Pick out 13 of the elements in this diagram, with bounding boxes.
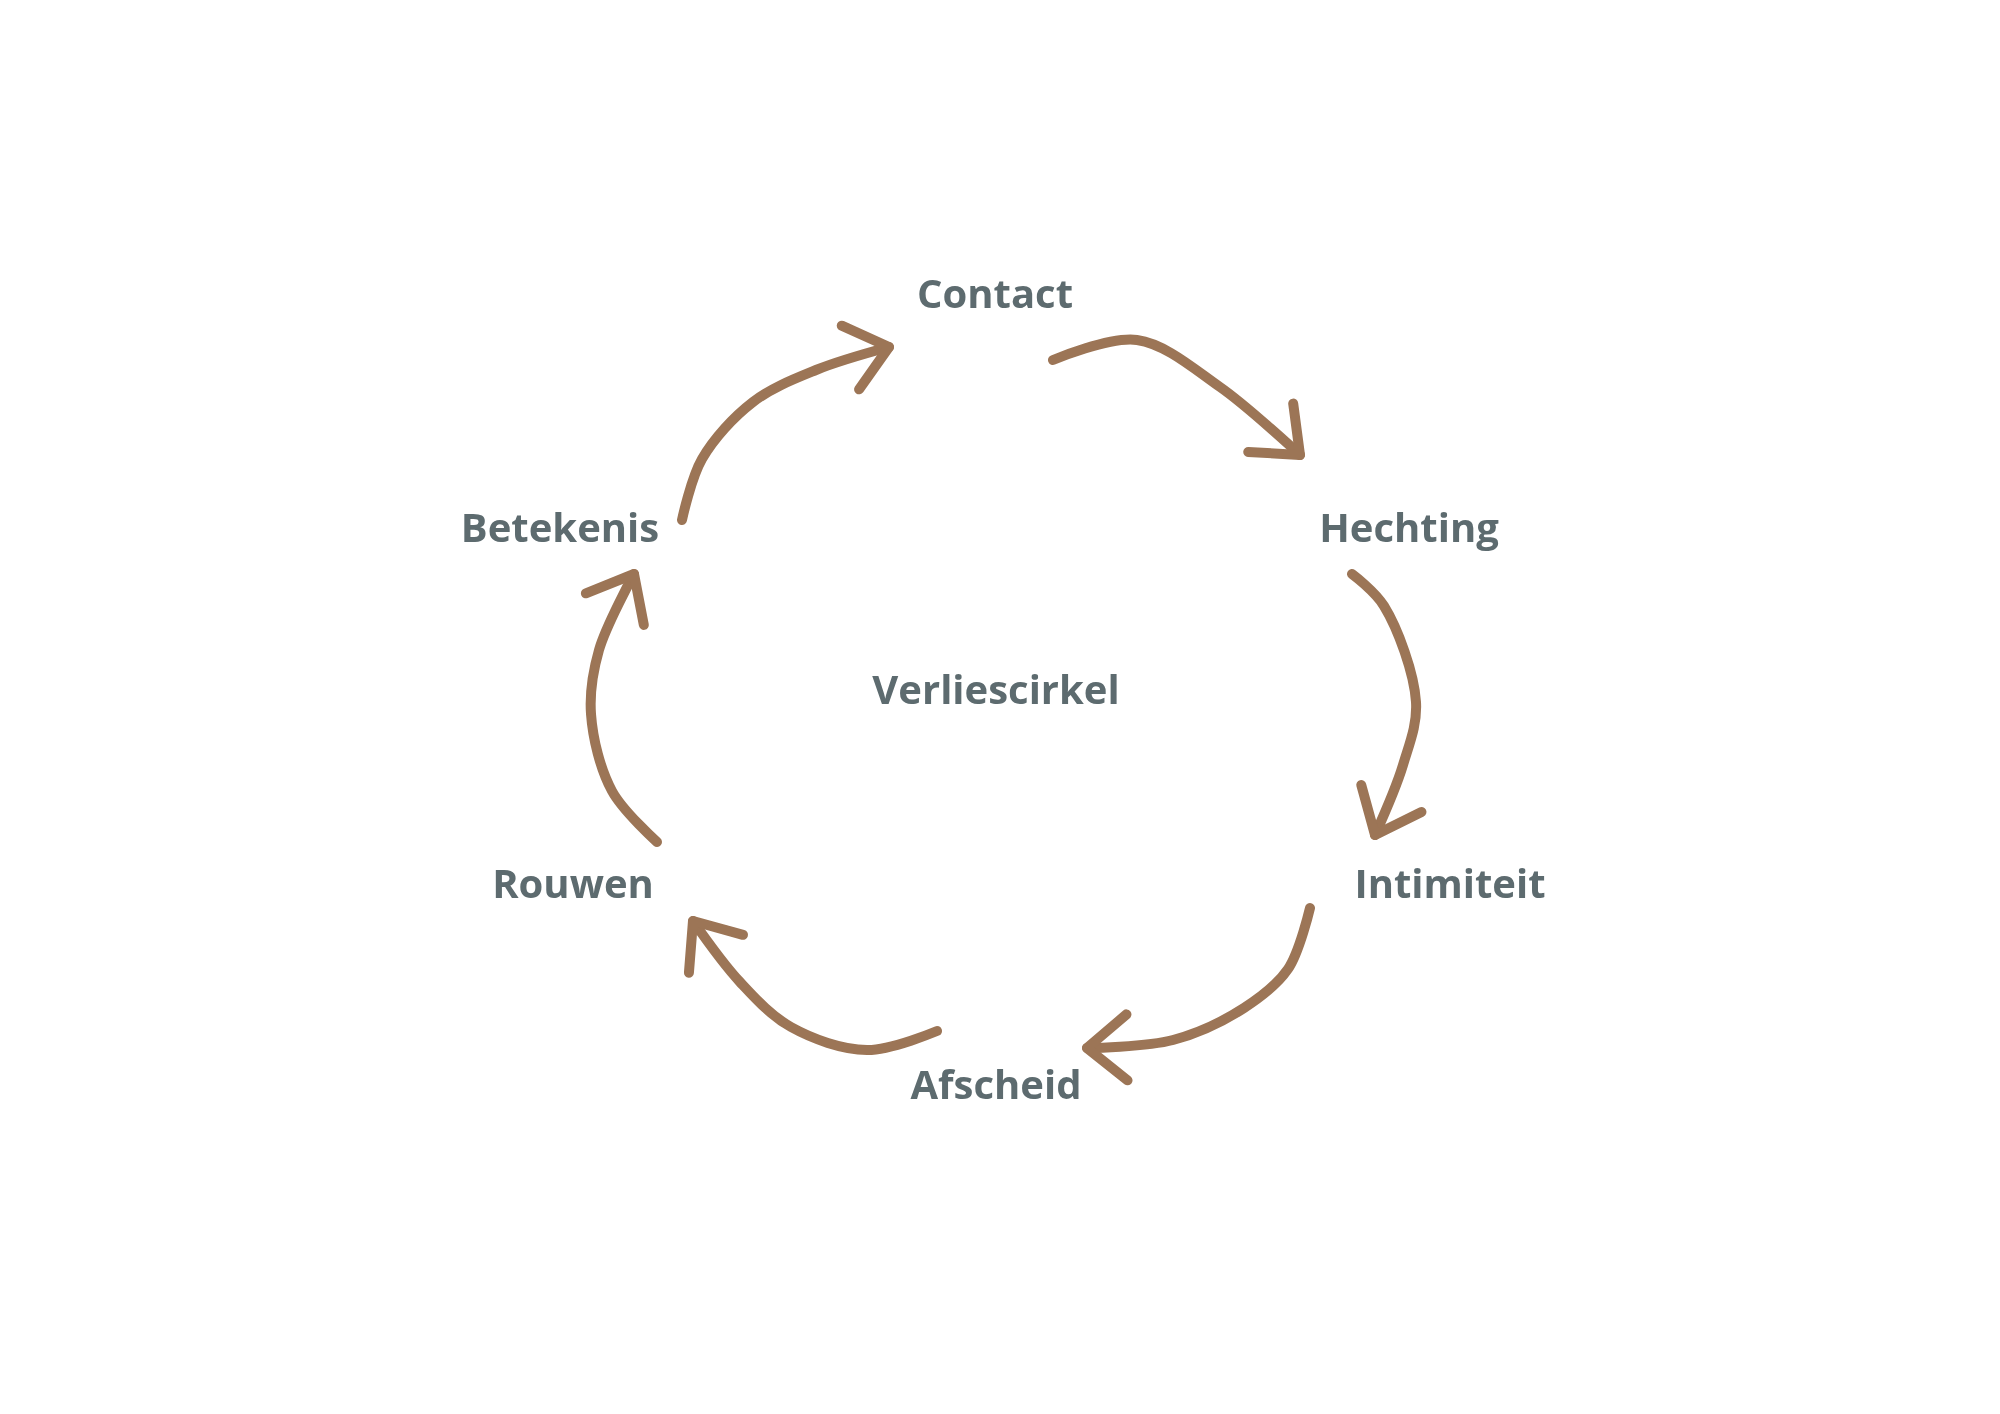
stage-label: Afscheid [910,1061,1082,1107]
curved-arrow [580,569,662,847]
stage-label: Betekenis [460,504,660,550]
curved-arrow [1347,569,1427,840]
curved-arrow [684,916,942,1055]
stage-label: Intimiteit [1354,860,1546,906]
curved-arrow [677,320,894,525]
stage-label: Hechting [1319,504,1499,550]
stage-label: Rouwen [492,860,654,906]
curved-arrow [1048,334,1305,460]
stage-label: Contact [917,270,1073,316]
curved-arrow [1082,903,1315,1086]
diagram-title: Verliescirkel [872,666,1120,712]
